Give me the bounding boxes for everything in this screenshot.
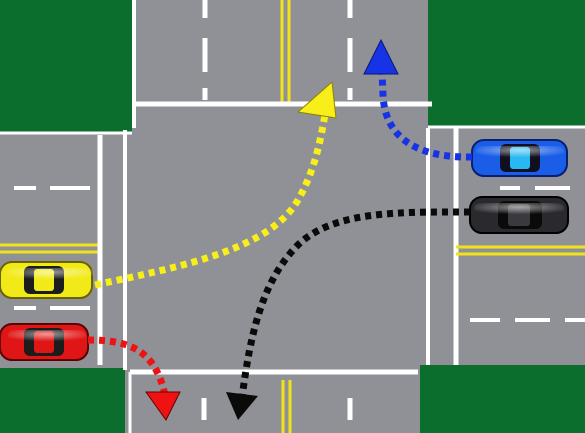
car-blue	[471, 139, 568, 177]
east-road-markings	[426, 125, 585, 365]
arrow-red-icon	[145, 391, 181, 421]
grass-corner-se	[420, 365, 585, 433]
car-red	[0, 323, 89, 361]
car-black	[469, 196, 569, 234]
west-road-markings	[0, 130, 132, 370]
arrow-yellow-icon	[296, 80, 337, 119]
grass-corner-ne	[428, 0, 585, 126]
path-red-right-turn	[87, 336, 169, 396]
south-road-markings	[128, 369, 418, 433]
grass-corner-nw	[0, 0, 132, 132]
path-blue-right-turn	[378, 71, 473, 161]
arrow-blue-icon	[363, 38, 399, 75]
grass-corner-sw	[0, 368, 125, 433]
path-yellow-left-turn	[94, 97, 332, 289]
arrow-black-icon	[226, 392, 258, 420]
path-black-left-turn	[238, 208, 471, 399]
car-yellow	[0, 261, 94, 299]
